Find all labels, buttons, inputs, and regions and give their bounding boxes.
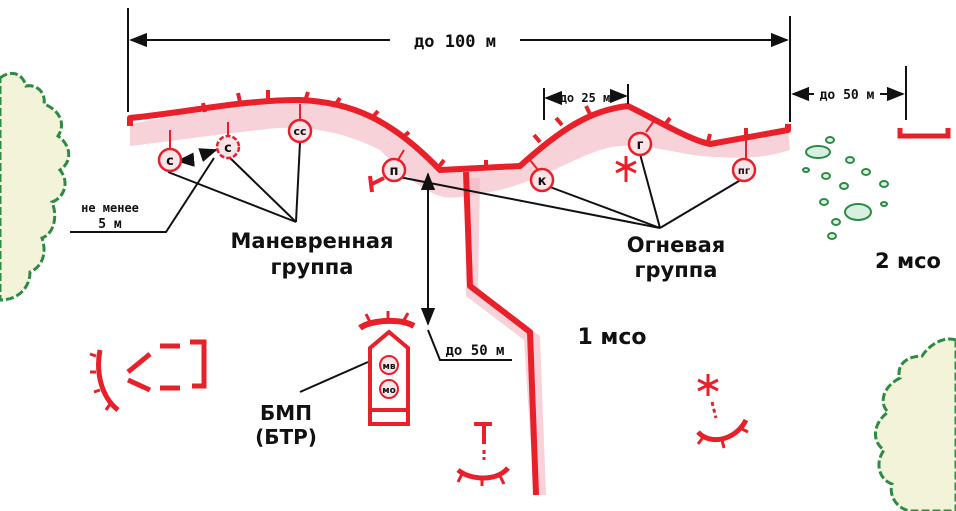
squad2-label: 2 мсо (875, 249, 941, 273)
position-s2-label: с (224, 141, 232, 156)
neighbor-trench (897, 128, 951, 139)
min-spacing-label-1: не менее (81, 201, 139, 215)
position-k: к (529, 159, 555, 193)
position-g-label: г (637, 138, 644, 153)
position-p-label: п (390, 164, 399, 179)
segment-label: до 25 м (560, 91, 611, 105)
communication-trench (463, 171, 539, 496)
bmp-label-2: (БТР) (255, 425, 317, 449)
maneuver-leaders (167, 141, 301, 223)
spacing-leader (70, 157, 215, 233)
position-k-label: к (538, 174, 547, 189)
spacing-arrow-2 (198, 148, 218, 162)
observation-post (456, 422, 510, 486)
position-ss: сс (287, 104, 313, 144)
min-spacing-label-2: 5 м (98, 217, 122, 232)
gap-label: до 50 м (820, 88, 875, 103)
bush-right (874, 337, 956, 511)
fire-group-label-1: Огневая (627, 233, 726, 257)
depth-label: до 50 м (445, 343, 504, 359)
position-ss-label: сс (293, 125, 306, 138)
fire-position-right (696, 374, 749, 449)
bmp-label-1: БМП (260, 401, 312, 425)
fire-group-label-2: группа (635, 258, 718, 282)
trench-ticks (201, 90, 748, 170)
reserve-dugout-left (96, 339, 207, 412)
position-s1: с (157, 130, 183, 173)
squad1-label: 1 мсо (577, 325, 646, 350)
marsh-spots (802, 136, 889, 240)
position-s1-label: с (166, 154, 174, 169)
fire-leaders (393, 153, 745, 229)
maneuver-group-label-2: группа (271, 255, 354, 279)
bmp-marker-top: мв (382, 362, 395, 372)
position-pg: пг (731, 138, 757, 183)
position-g: г (615, 117, 657, 182)
bmp-leader (299, 361, 369, 393)
width-label: до 100 м (414, 32, 496, 52)
bmp-marker-bottom: мо (382, 386, 396, 396)
bmp-position: мв мо (358, 311, 416, 426)
reserve-ticks (89, 352, 112, 411)
bush-left (0, 71, 71, 302)
position-p: п (368, 149, 407, 193)
maneuver-group-label-1: Маневренная (230, 229, 393, 253)
position-s2: с (215, 122, 241, 160)
depth-leader (427, 329, 512, 361)
position-pg-label: пг (738, 166, 750, 177)
